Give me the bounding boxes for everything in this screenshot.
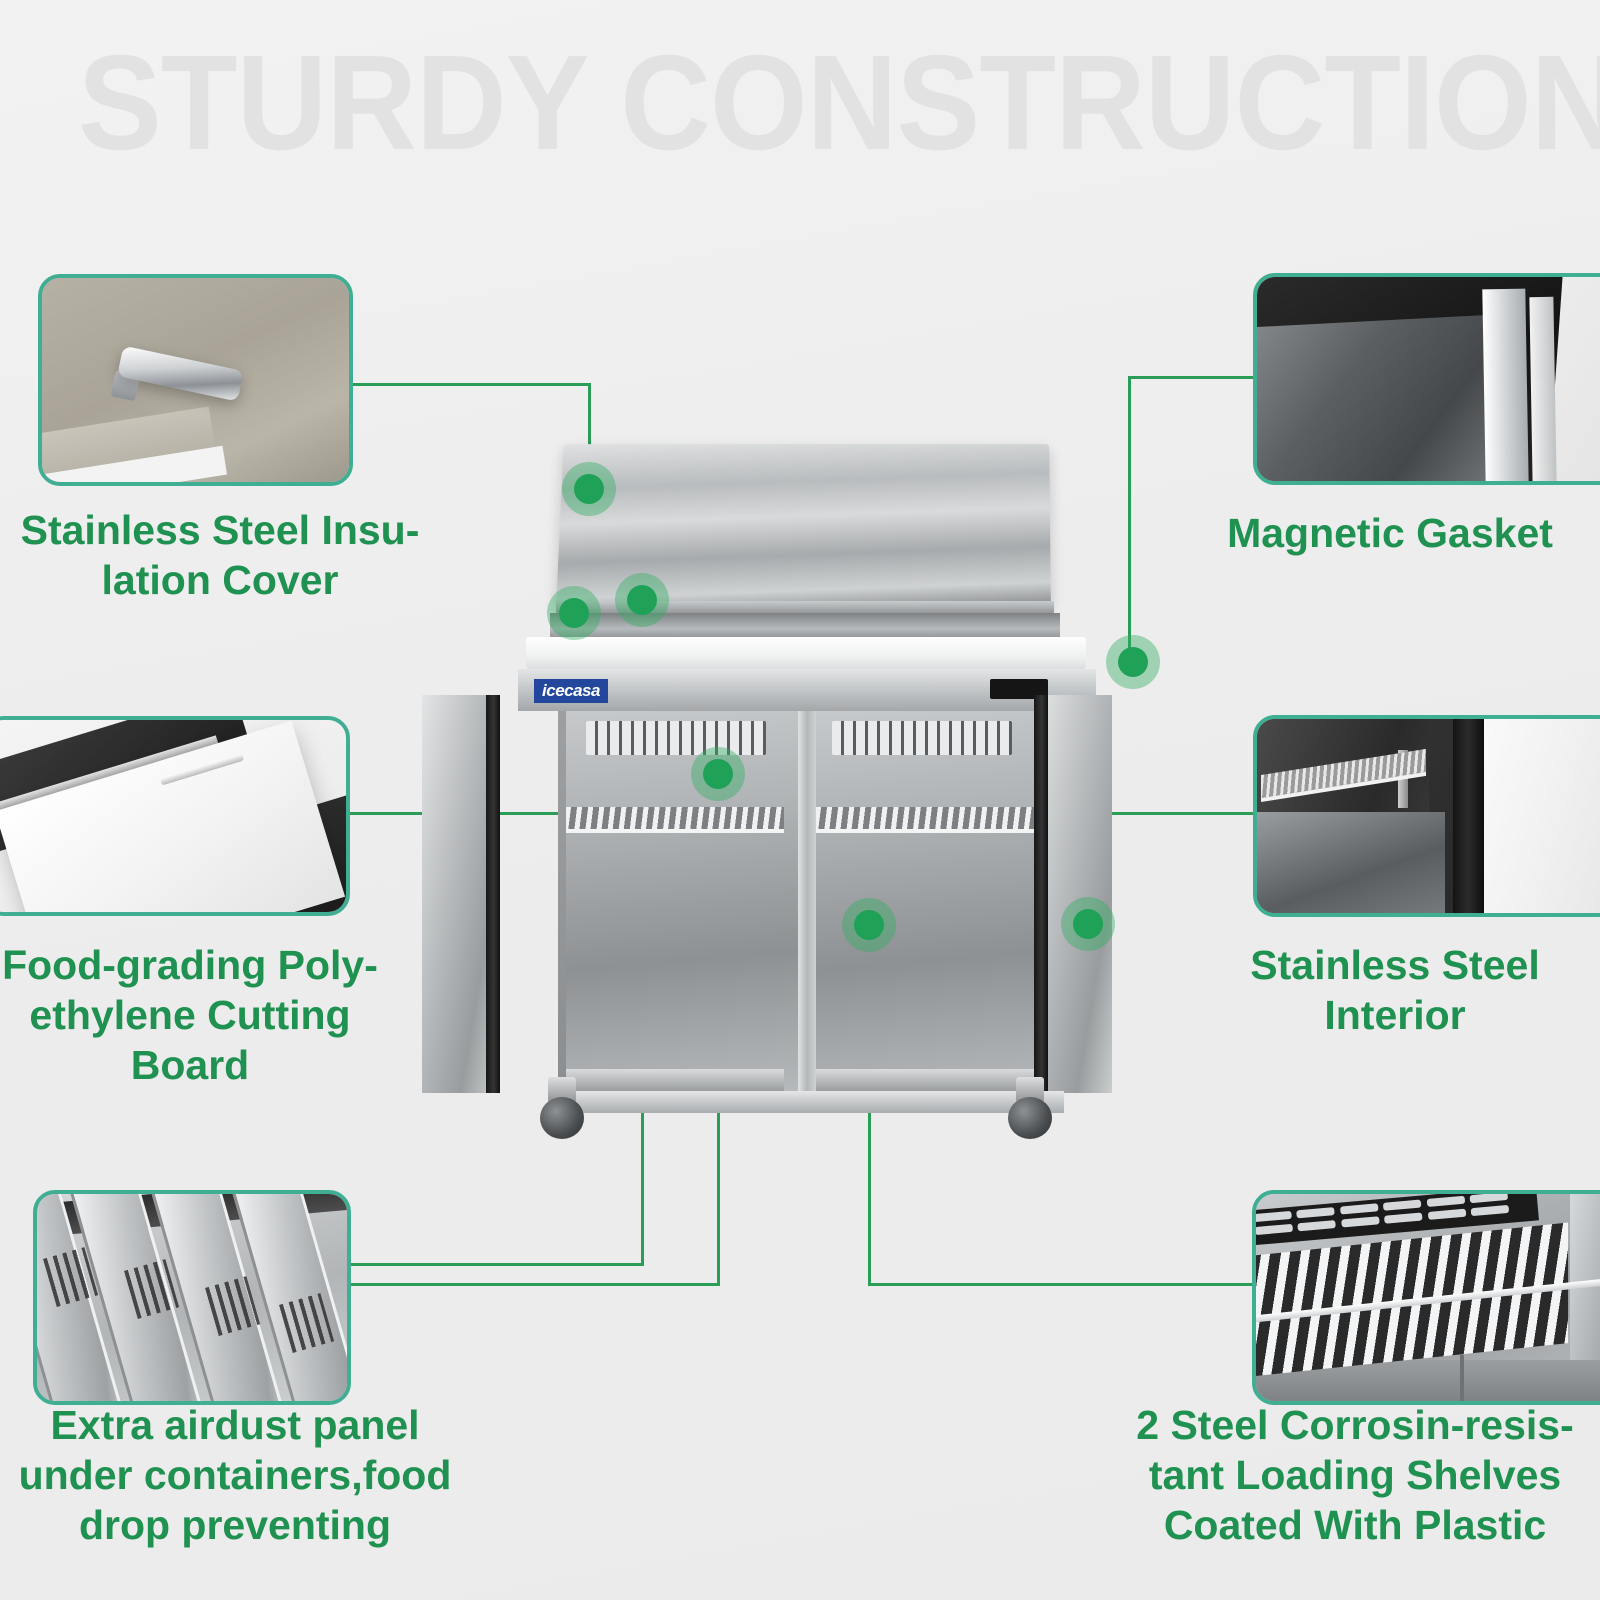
cabinet-bottom-rail xyxy=(550,1091,1064,1113)
hotspot-pan-rails[interactable] xyxy=(615,573,669,627)
hotspot-insulation-cover[interactable] xyxy=(562,462,616,516)
label-airdust-panel-line2: under containers,food xyxy=(18,1452,452,1498)
control-panel xyxy=(990,679,1048,699)
thumbnail-card-cutting-board[interactable] xyxy=(0,716,350,916)
label-cutting-board-line3: Board xyxy=(130,1042,250,1088)
cavity-right xyxy=(816,711,1048,1091)
label-loading-shelves-line1: 2 Steel Corrosin-resis- xyxy=(1136,1402,1574,1448)
label-insulation-cover: Stainless Steel Insu- lation Cover xyxy=(0,505,440,605)
label-magnetic-gasket: Magnetic Gasket xyxy=(1180,508,1600,558)
brand-logo: icecasa xyxy=(534,679,608,703)
hotspot-loading-shelves[interactable] xyxy=(842,898,896,952)
vent-grille-left xyxy=(586,721,766,755)
connector-loading-shelves-h xyxy=(868,1283,1256,1286)
photo-airdust-panel xyxy=(37,1194,347,1401)
hotspot-airdust-panel[interactable] xyxy=(691,747,745,801)
label-insulation-cover-line2: lation Cover xyxy=(101,557,339,603)
connector-airdust-panel-h xyxy=(348,1283,720,1286)
hotspot-stainless-interior[interactable] xyxy=(1061,897,1115,951)
connector-stainless-interior-h xyxy=(1086,812,1256,815)
product-hero-image: icecasa xyxy=(410,425,1200,1139)
photo-cutting-board xyxy=(0,720,346,912)
label-cutting-board-line1: Food-grading Poly- xyxy=(2,942,378,988)
label-stainless-interior: Stainless Steel Interior xyxy=(1190,940,1600,1040)
thumbnail-card-magnetic-gasket[interactable] xyxy=(1253,273,1600,485)
cabinet-body xyxy=(558,711,1056,1111)
photo-loading-shelves xyxy=(1256,1194,1600,1401)
photo-insulation-cover xyxy=(42,278,349,482)
photo-magnetic-gasket xyxy=(1257,277,1600,481)
connector-insulation-cover-h xyxy=(352,383,591,386)
label-loading-shelves: 2 Steel Corrosin-resis- tant Loading She… xyxy=(1110,1400,1600,1550)
caster-wheel-left xyxy=(538,1077,586,1139)
connector-insulation-cover-v xyxy=(588,383,591,493)
cavity-floor-left xyxy=(566,1069,784,1091)
label-insulation-cover-line1: Stainless Steel Insu- xyxy=(20,507,420,553)
thumbnail-card-stainless-interior[interactable] xyxy=(1253,715,1600,917)
cavity-floor-right xyxy=(816,1069,1034,1091)
page-title: STURDY CONSTRUCTION xyxy=(78,27,1600,178)
label-loading-shelves-line2: tant Loading Shelves xyxy=(1148,1452,1562,1498)
connector-magnetic-gasket-h xyxy=(1128,376,1258,379)
hotspot-cutting-board[interactable] xyxy=(547,586,601,640)
cavity-left xyxy=(566,711,798,1091)
door-right xyxy=(1034,695,1112,1093)
connector-magnetic-gasket-v xyxy=(1128,376,1131,666)
label-stainless-interior-line1: Stainless Steel xyxy=(1250,942,1540,988)
label-magnetic-gasket-line1: Magnetic Gasket xyxy=(1227,510,1553,556)
vent-grille-right xyxy=(832,721,1012,755)
label-airdust-panel-line1: Extra airdust panel xyxy=(50,1402,420,1448)
photo-stainless-interior xyxy=(1257,719,1600,913)
wire-shelf-right xyxy=(816,807,1034,833)
thumbnail-card-insulation-cover[interactable] xyxy=(38,274,353,486)
hotspot-magnetic-gasket[interactable] xyxy=(1106,635,1160,689)
door-left xyxy=(422,695,500,1093)
caster-wheel-right xyxy=(1006,1077,1054,1139)
label-airdust-panel-line3: drop preventing xyxy=(78,1502,392,1548)
center-divider xyxy=(798,711,816,1091)
label-loading-shelves-line3: Coated With Plastic xyxy=(1163,1502,1547,1548)
cutting-board-counter xyxy=(526,637,1086,669)
thumbnail-card-airdust-panel[interactable] xyxy=(33,1190,351,1405)
label-cutting-board-line2: ethylene Cutting xyxy=(29,992,351,1038)
connector-pan-rails-h xyxy=(348,1263,644,1266)
label-cutting-board: Food-grading Poly- ethylene Cutting Boar… xyxy=(0,940,390,1090)
lid-lip xyxy=(556,601,1054,615)
label-stainless-interior-line2: Interior xyxy=(1324,992,1466,1038)
label-airdust-panel: Extra airdust panel under containers,foo… xyxy=(0,1400,470,1550)
wire-shelf-left xyxy=(566,807,784,833)
thumbnail-card-loading-shelves[interactable] xyxy=(1252,1190,1600,1405)
